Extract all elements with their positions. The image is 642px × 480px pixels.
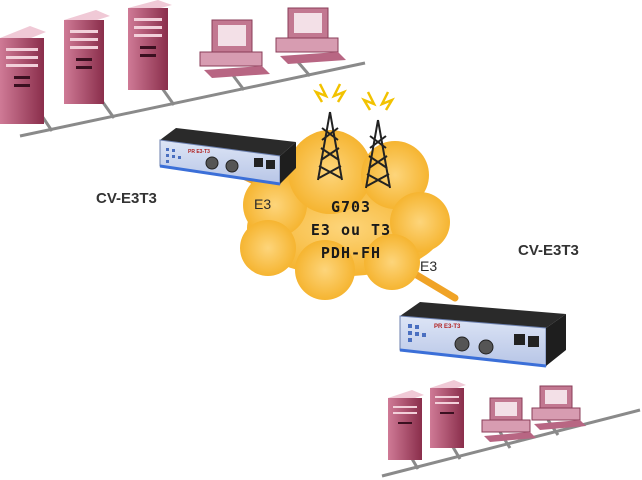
device-label-top: CV-E3T3 <box>96 190 157 207</box>
e3-converter-top: PR E3-T3 <box>159 128 296 186</box>
link-label-right: E3 <box>420 258 438 274</box>
rj45-port-icon <box>528 336 539 347</box>
desktop-computer-icon <box>275 7 346 64</box>
bottom-lan <box>381 380 641 478</box>
device-label-bottom: CV-E3T3 <box>518 242 579 259</box>
radio-tower-icon <box>313 83 347 181</box>
rj45-port-icon <box>514 334 525 345</box>
link-label-left: E3 <box>254 196 272 212</box>
network-line-1: G703 <box>330 198 372 216</box>
bnc-connector-icon <box>225 159 239 173</box>
server-tower-icon <box>430 380 466 448</box>
e3-converter-bottom: PR E3-T3 <box>399 302 566 368</box>
rj45-port-icon <box>254 158 263 167</box>
desktop-computer-icon <box>531 385 586 430</box>
status-led-grid <box>408 324 426 342</box>
desktop-computer-icon <box>199 19 270 78</box>
radio-tower-icon <box>361 91 395 189</box>
network-line-2: E3 ou T3 <box>310 221 392 239</box>
network-line-3: PDH-FH <box>320 244 382 262</box>
bnc-connector-icon <box>205 156 219 170</box>
device-front-text: PR E3-T3 <box>434 324 461 330</box>
rj45-port-icon <box>266 160 275 169</box>
bnc-connector-icon <box>454 336 470 352</box>
server-tower-icon <box>64 10 110 104</box>
top-lan <box>0 0 366 138</box>
status-led-grid <box>166 148 181 163</box>
desktop-computer-icon <box>481 397 536 442</box>
server-tower-icon <box>128 0 172 90</box>
server-tower-icon <box>0 26 46 124</box>
device-front-text: PR E3-T3 <box>188 149 210 155</box>
pdh-network-cloud <box>240 130 450 300</box>
bnc-connector-icon <box>478 339 494 355</box>
server-tower-icon <box>388 390 424 460</box>
